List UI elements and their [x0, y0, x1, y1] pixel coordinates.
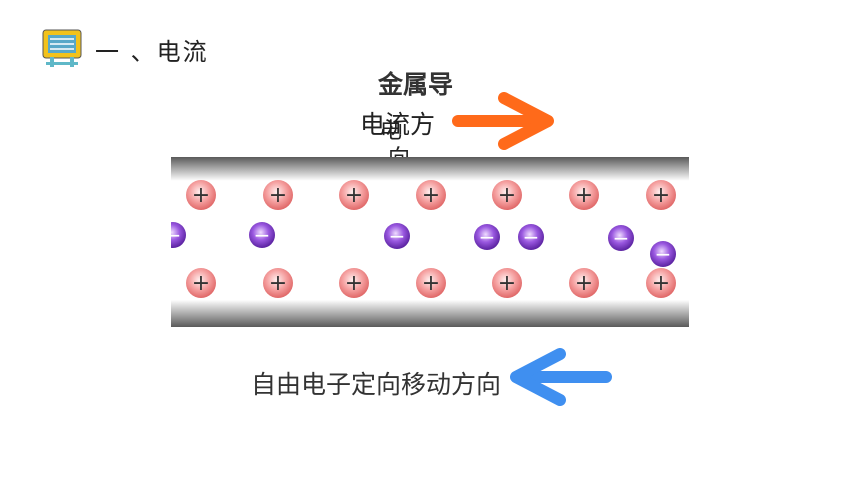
positive-ion-sign: + [498, 183, 516, 208]
metal-conductor-label: 金属导 [378, 70, 454, 99]
positive-ion: + [492, 180, 522, 210]
current-direction-arrow [452, 92, 554, 150]
free-electron: − [384, 223, 410, 249]
positive-ion: + [646, 268, 676, 298]
free-electron: − [249, 222, 275, 248]
positive-ion: + [339, 180, 369, 210]
free-electron: − [171, 222, 186, 248]
positive-ion: + [416, 268, 446, 298]
positive-ion: + [492, 268, 522, 298]
free-electron-sign: − [389, 224, 406, 248]
free-electron: − [608, 225, 634, 251]
free-electron-sign: − [655, 242, 672, 266]
electron-direction-label: 自由电子定向移动方向 [251, 370, 502, 399]
positive-ion-sign: + [345, 271, 363, 296]
positive-ion-sign: + [652, 183, 670, 208]
positive-ion-sign: + [269, 271, 287, 296]
positive-ion: + [186, 180, 216, 210]
positive-ion: + [646, 180, 676, 210]
free-electron-sign: − [523, 225, 540, 249]
positive-ion-sign: + [192, 271, 210, 296]
positive-ion-sign: + [575, 271, 593, 296]
positive-ion-sign: + [498, 271, 516, 296]
positive-ion: + [186, 268, 216, 298]
electron-label: 电 [380, 119, 403, 144]
positive-ion-sign: + [269, 183, 287, 208]
free-electron: − [650, 241, 676, 267]
free-electron-sign: − [171, 223, 181, 247]
positive-ion-sign: + [422, 271, 440, 296]
metal-wire: ++++++++++++++−−−−−−− [171, 157, 689, 327]
positive-ion-sign: + [192, 183, 210, 208]
free-electron-sign: − [254, 223, 271, 247]
free-electron-sign: − [479, 225, 496, 249]
positive-ion-sign: + [575, 183, 593, 208]
positive-ion-sign: + [652, 271, 670, 296]
positive-ion: + [569, 268, 599, 298]
positive-ion: + [416, 180, 446, 210]
positive-ion: + [339, 268, 369, 298]
current-direction-label: 电流方 [360, 110, 436, 139]
positive-ion-sign: + [422, 183, 440, 208]
positive-ion-sign: + [345, 183, 363, 208]
positive-ion: + [263, 180, 293, 210]
section-heading: 一 、电流 [95, 38, 209, 66]
positive-ion: + [263, 268, 293, 298]
free-electron: − [518, 224, 544, 250]
free-electron: − [474, 224, 500, 250]
free-electron-sign: − [613, 226, 630, 250]
electron-direction-arrow [510, 348, 612, 406]
positive-ion: + [569, 180, 599, 210]
notebook-icon [42, 29, 82, 67]
